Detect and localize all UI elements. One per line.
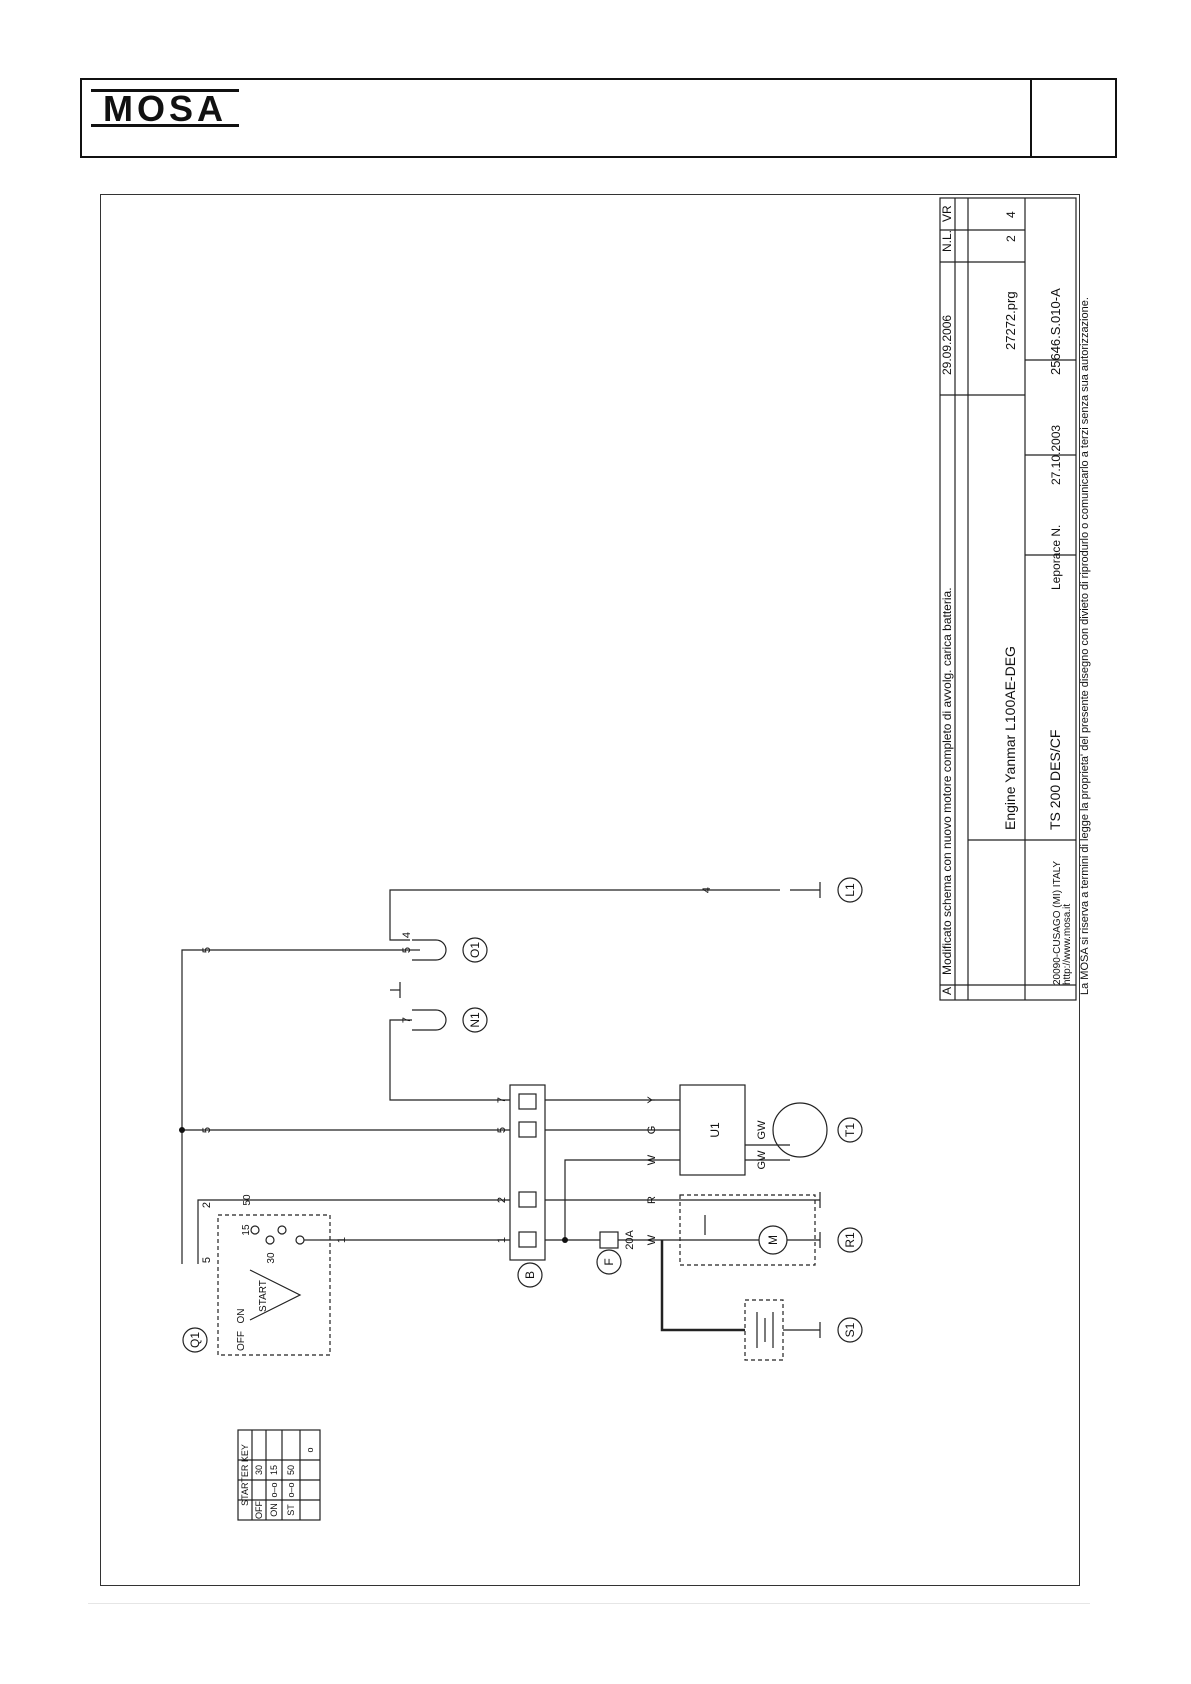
mosa-logo-graphic: MOSA xyxy=(91,88,239,129)
starter-key-row-on: ON xyxy=(269,1503,279,1517)
wire-label-g: G xyxy=(646,1126,658,1135)
starter-key-table-frame xyxy=(237,1429,321,1521)
switch-pos-start: START xyxy=(258,1280,269,1312)
page-total: 4 xyxy=(1004,211,1018,218)
wire-4 xyxy=(389,889,760,941)
wire-label-w-u1: W xyxy=(646,1154,658,1165)
fuse-f-body xyxy=(599,1231,619,1249)
designer: Leporace N. xyxy=(1049,525,1063,590)
label-b: B xyxy=(523,1271,537,1279)
label-n1: N1 xyxy=(468,1012,482,1028)
battery-wire xyxy=(660,1240,745,1332)
starter-key-row-off: OFF xyxy=(254,1501,264,1519)
copyright: La MOSA si riserva a termini di legge la… xyxy=(1079,297,1091,995)
switch-terminal-30: 30 xyxy=(266,1252,277,1264)
starter-key-cell-st-15: – xyxy=(276,1477,286,1482)
drawing-no: 25646.S.010-A xyxy=(1048,288,1063,375)
machine: TS 200 DES/CF xyxy=(1047,730,1063,830)
wire-w-u1 xyxy=(564,1159,680,1240)
switch-pos-on: ON xyxy=(236,1309,247,1324)
battery-s1-box xyxy=(744,1299,784,1361)
company-web: http://www.mosa.it xyxy=(1062,904,1073,985)
label-q1: Q1 xyxy=(188,1332,202,1348)
label-r1: R1 xyxy=(843,1232,857,1248)
fuse-rating: 20A xyxy=(624,1230,636,1250)
label-t1: T1 xyxy=(843,1123,857,1137)
switch-terminal-15: 15 xyxy=(241,1224,252,1236)
wire-5-top xyxy=(181,949,410,1264)
logo-text: MOSA xyxy=(103,88,227,129)
wire-label-5-b: 5 xyxy=(496,1127,508,1133)
starter-key-col-50: 50 xyxy=(286,1465,296,1475)
wire-label-7-n1: 7 xyxy=(401,1017,413,1023)
footer-rule xyxy=(88,1603,1090,1604)
wire-label-4-l1: 4 xyxy=(701,887,713,893)
starter-key-cell-on-30: o–o xyxy=(269,1482,279,1497)
rev-date: 29.09.2006 xyxy=(940,315,954,375)
wire-2 xyxy=(197,1199,510,1264)
wire-label-4-o1: 4 xyxy=(401,932,413,938)
label-o1: O1 xyxy=(468,942,482,958)
wire-label-r: R xyxy=(646,1196,658,1204)
wire-label-5-q1: 5 xyxy=(201,1257,213,1263)
wire-label-1: 1 xyxy=(496,1237,508,1243)
svg-text:1: 1 xyxy=(336,1237,348,1243)
regulator-u1-body xyxy=(679,1084,746,1176)
switch-q1-box xyxy=(217,1214,331,1356)
alternator-t1-circle xyxy=(772,1102,828,1158)
svg-text:M: M xyxy=(766,1235,780,1245)
starter-key-table: STARTER KEY 30 15 50 OFF ON ST o–o o–o –… xyxy=(240,1444,315,1519)
starter-r1-box xyxy=(679,1194,816,1266)
modification-text: Modificato schema con nuovo motore compl… xyxy=(940,587,954,975)
wire-label-7: 7 xyxy=(496,1097,508,1103)
wire-label-gw1: GW xyxy=(756,1120,768,1140)
switch-pos-off: OFF xyxy=(236,1331,247,1351)
starter-key-cell-st-50: o xyxy=(305,1447,315,1452)
switch-terminal-50: 50 xyxy=(242,1194,253,1206)
label-l1: L1 xyxy=(843,883,857,897)
wire-label-5-mid: 5 xyxy=(201,1127,213,1133)
page-no: 2 xyxy=(1004,235,1018,242)
wire-label-y: Y xyxy=(646,1096,658,1104)
wire-label-5-o1: 5 xyxy=(401,947,413,953)
label-s1: S1 xyxy=(843,1322,857,1337)
denomination: Engine Yanmar L100AE-DEG xyxy=(1002,646,1018,830)
label-u1: U1 xyxy=(708,1122,722,1138)
starter-key-title: STARTER KEY xyxy=(240,1444,250,1506)
starter-key-col-30: 30 xyxy=(254,1465,264,1475)
wire-label-2: 2 xyxy=(496,1197,508,1203)
wire-label-w-fuse: W xyxy=(646,1234,658,1245)
wire-7 xyxy=(389,1019,510,1101)
wire-label-5-top-left: 5 xyxy=(201,947,213,953)
starter-key-cell-st-30: o–o xyxy=(286,1482,296,1497)
plug-n1 xyxy=(412,1009,447,1031)
wire-label-gw2: GW xyxy=(756,1150,768,1170)
plug-o1 xyxy=(412,939,447,961)
wire-label-2-q1: 2 xyxy=(201,1202,213,1208)
company-address: 20090-CUSAGO (MI) ITALY xyxy=(1052,861,1063,985)
mosa-logo: MOSA xyxy=(90,84,242,132)
rev-letter: A xyxy=(940,987,954,995)
title-block-frame xyxy=(939,197,1077,1001)
header-divider xyxy=(1030,78,1032,158)
label-f: F xyxy=(602,1258,616,1265)
title-block: A Modificato schema con nuovo motore com… xyxy=(940,205,1091,995)
design-date: 27.10.2003 xyxy=(1049,425,1063,485)
starter-key-col-15: 15 xyxy=(269,1465,279,1475)
connector-b-body xyxy=(509,1084,546,1261)
starter-key-row-st: ST xyxy=(286,1504,296,1516)
nl-label: N.L. xyxy=(940,230,954,252)
signature: VR xyxy=(940,205,954,222)
drawing-sheet xyxy=(100,194,1080,1586)
project: 27272.prg xyxy=(1003,291,1018,350)
header-frame xyxy=(80,78,1117,158)
